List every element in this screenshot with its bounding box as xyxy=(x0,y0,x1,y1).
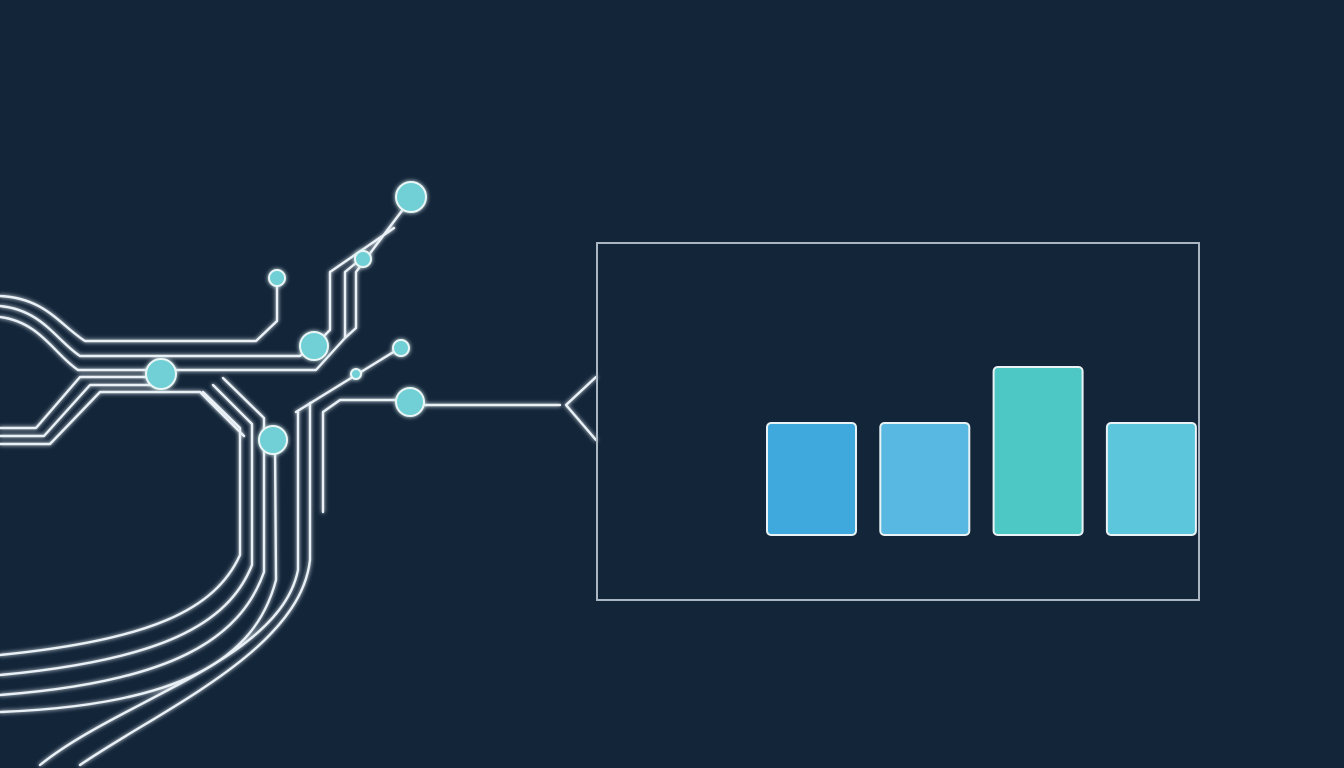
circuit-node xyxy=(145,358,177,390)
bar xyxy=(1105,422,1197,536)
circuit-trace xyxy=(0,383,162,438)
circuit-node xyxy=(354,250,372,268)
circuit-trace xyxy=(78,401,312,767)
circuit-trace xyxy=(38,410,300,767)
chart-frame xyxy=(596,242,1200,601)
circuit-node xyxy=(395,181,427,213)
chart-panel xyxy=(596,242,1200,601)
connector-arrow xyxy=(564,375,598,442)
circuit-trace xyxy=(0,375,162,430)
circuit-trace xyxy=(0,390,246,446)
bar-series xyxy=(766,366,1197,536)
circuit-node xyxy=(395,387,425,417)
circuit-node xyxy=(299,331,329,361)
circuit-trace xyxy=(0,279,279,343)
circuit-nodes xyxy=(145,181,427,455)
circuit-trace xyxy=(0,256,364,372)
circuit-network xyxy=(0,198,598,767)
circuit-trace xyxy=(0,304,314,358)
circuit-node xyxy=(350,368,362,380)
circuit-node xyxy=(268,269,286,287)
circuit-node xyxy=(258,425,288,455)
circuit-trace xyxy=(343,198,412,340)
circuit-node xyxy=(392,339,410,357)
circuit-trace xyxy=(0,376,266,697)
circuit-trace xyxy=(321,398,402,514)
circuit-trace xyxy=(0,383,254,677)
bar xyxy=(766,422,857,536)
bar xyxy=(992,366,1084,536)
bar xyxy=(879,422,971,536)
circuit-trace xyxy=(0,390,242,657)
